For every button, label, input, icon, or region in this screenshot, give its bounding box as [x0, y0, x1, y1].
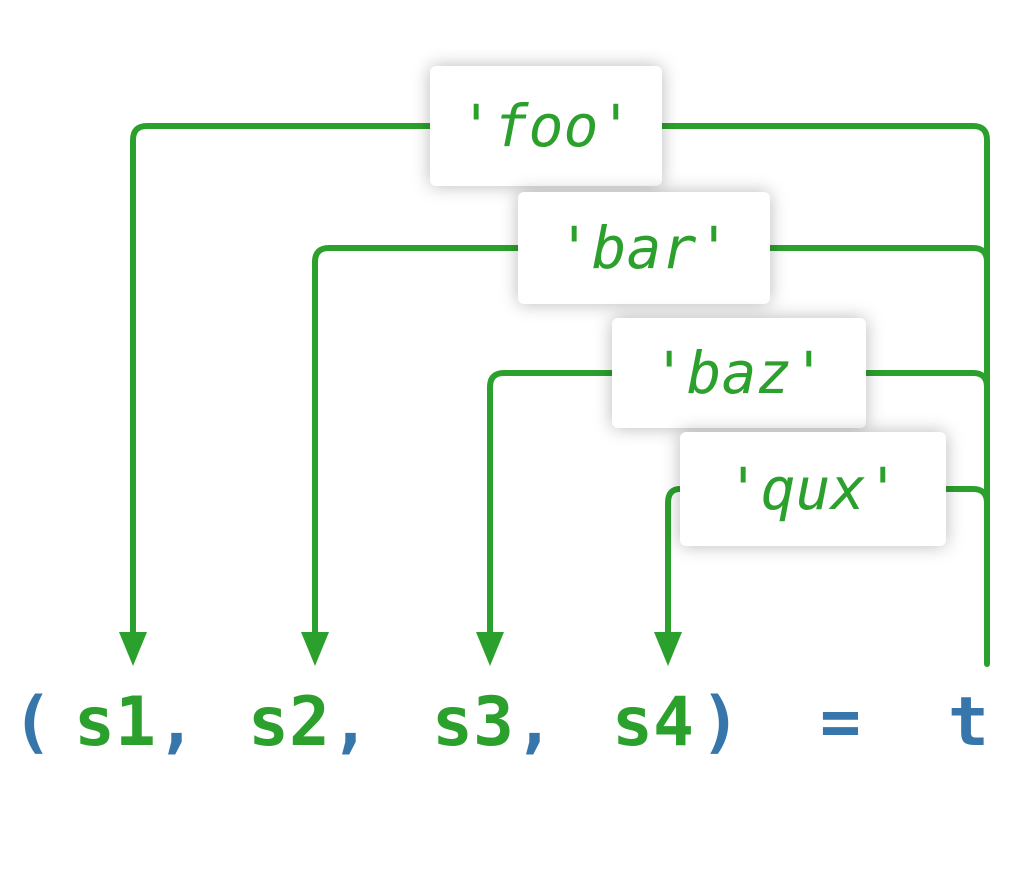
variable-s2: s2 [248, 683, 330, 762]
line-foo-to-t [659, 123, 990, 667]
arrowhead-s3 [476, 632, 504, 666]
variable-t: t [948, 683, 989, 762]
variable-s3: s3 [432, 683, 514, 762]
arrow-baz-to-s3 [487, 370, 615, 635]
string-literal-qux-box: 'qux' [680, 432, 946, 546]
arrow-foo-to-s1 [130, 123, 433, 635]
string-literal-baz-box: 'baz' [612, 318, 866, 428]
token-equals: = [820, 683, 861, 762]
string-literal-bar-box: 'bar' [518, 192, 770, 304]
token-open-paren: ( [12, 683, 53, 762]
arrowhead-s2 [301, 632, 329, 666]
string-literal-qux: 'qux' [725, 455, 901, 523]
string-literal-foo-box: 'foo' [430, 66, 662, 186]
line-baz-to-t [863, 370, 990, 390]
string-literal-baz: 'baz' [651, 339, 827, 407]
line-qux-to-t [943, 486, 990, 506]
token-comma-2: , [330, 683, 371, 762]
string-literal-foo: 'foo' [458, 92, 634, 160]
variable-s1: s1 [74, 683, 156, 762]
arrowhead-s4 [654, 632, 682, 666]
arrow-bar-to-s2 [312, 245, 521, 635]
string-literal-bar: 'bar' [556, 214, 732, 282]
arrowhead-s1 [119, 632, 147, 666]
variable-s4: s4 [612, 683, 694, 762]
line-bar-to-t [767, 245, 990, 265]
token-comma-3: , [514, 683, 555, 762]
arrow-qux-to-s4 [665, 486, 683, 635]
token-close-paren: ) [700, 683, 741, 762]
assignment-expression: ( s1 , s2 , s3 , s4 ) = t [0, 683, 1023, 776]
token-comma-1: , [156, 683, 197, 762]
